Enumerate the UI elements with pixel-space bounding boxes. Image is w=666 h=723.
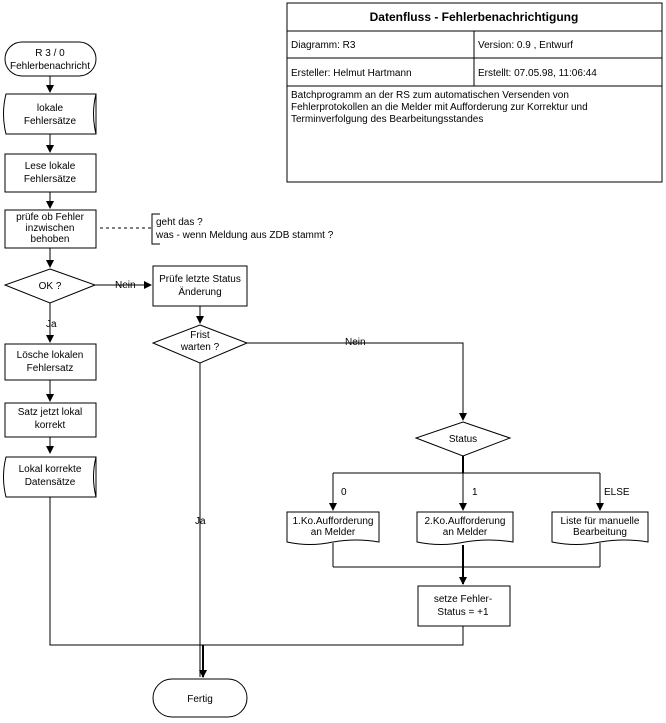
info-diagram: Diagramm: R3 [291, 40, 356, 51]
ok-decision-label: OK ? [39, 281, 62, 292]
status-decision-label: Status [449, 434, 477, 445]
text-line: 2.Ko.Aufforderung [425, 516, 506, 527]
annotation: geht das ? was - wenn Meldung aus ZDB sta… [151, 213, 334, 245]
record-correct-process: Satz jetzt lokal korrekt [4, 402, 97, 438]
info-author: Ersteller: Helmut Hartmann [291, 68, 412, 79]
edge-label-nein-ok: Nein [115, 280, 136, 291]
info-box: Datenfluss - Fehlerbenachrichtigung Diag… [286, 2, 663, 183]
text-line: Fehlersätze [24, 116, 77, 127]
text-line: lokale [37, 103, 64, 114]
text-line: Satz jetzt lokal [18, 407, 82, 418]
text-line: 1.Ko.Aufforderung [293, 516, 374, 527]
end-label: Fertig [187, 694, 213, 705]
text-line: korrekt [35, 420, 66, 431]
info-created: Erstellt: 07.05.98, 11:06:44 [478, 68, 597, 79]
text-line: Datensätze [25, 477, 76, 488]
text-line: an Melder [311, 527, 356, 538]
text-line: behoben [31, 234, 70, 245]
text-line: Terminverfolgung des Bearbeitungsstandes [291, 114, 483, 125]
text-line: Fehlersatz [27, 363, 74, 374]
info-description: Batchprogramm an der RS zum automatische… [291, 90, 588, 125]
edge-label-status-0: 0 [341, 487, 347, 498]
text-line: Liste für manuelle [561, 516, 640, 527]
end-terminator: Fertig [152, 678, 248, 718]
edge-label-nein-deadline: Nein [345, 337, 366, 348]
edge-label-ja-deadline: Ja [195, 516, 206, 527]
text-line: inzwischen [26, 223, 75, 234]
info-version: Version: 0.9 , Entwurf [478, 40, 573, 51]
text-line: Änderung [178, 286, 221, 298]
text-line: Fehlerbenachricht [10, 61, 90, 72]
annotation-label: geht das ? was - wenn Meldung aus ZDB sta… [155, 217, 334, 241]
text-line: Status [449, 434, 477, 445]
text-line: OK ? [39, 281, 62, 292]
ok-decision: OK ? [3, 268, 97, 304]
text-line: an Melder [443, 527, 488, 538]
info-title: Datenfluss - Fehlerbenachrichtigung [370, 10, 579, 24]
text-line: setze Fehler- [434, 594, 492, 605]
text-line: warten ? [180, 342, 220, 353]
text-line: Fertig [187, 694, 213, 705]
edge-label-status-else: ELSE [604, 487, 630, 498]
connectors [46, 76, 604, 678]
text-line: was - wenn Meldung aus ZDB stammt ? [155, 230, 334, 241]
text-line: Frist [190, 330, 210, 341]
text-line: Fehlersätze [24, 174, 77, 185]
text-line: Lese lokale [25, 161, 76, 172]
status-decision: Status [414, 421, 512, 457]
text-line: Lokal korrekte [19, 464, 82, 475]
text-line: Batchprogramm an der RS zum automatische… [291, 90, 569, 101]
edge-labels: Nein Ja Nein Ja 0 1 ELSE [46, 280, 630, 527]
set-status-process: setze Fehler- Status = +1 [417, 585, 511, 627]
edge-label-status-1: 1 [472, 487, 478, 498]
text-line: R 3 / 0 [35, 48, 65, 59]
text-line: Prüfe letzte Status [159, 274, 241, 285]
text-line: geht das ? [156, 217, 203, 228]
text-line: prüfe ob Fehler [16, 212, 84, 223]
edge-label-ja-ok: Ja [46, 319, 57, 330]
text-line: Status = +1 [437, 607, 489, 618]
text-line: Fehlerprotokollen an die Melder mit Auff… [291, 102, 588, 113]
start-label: R 3 / 0 Fehlerbenachricht [10, 48, 90, 72]
set-status-label: setze Fehler- Status = +1 [434, 594, 492, 618]
start-terminator: R 3 / 0 Fehlerbenachricht [4, 41, 97, 77]
text-line: Lösche lokalen [17, 350, 84, 361]
record-correct-label: Satz jetzt lokal korrekt [18, 407, 82, 431]
text-line: Bearbeitung [573, 527, 627, 538]
